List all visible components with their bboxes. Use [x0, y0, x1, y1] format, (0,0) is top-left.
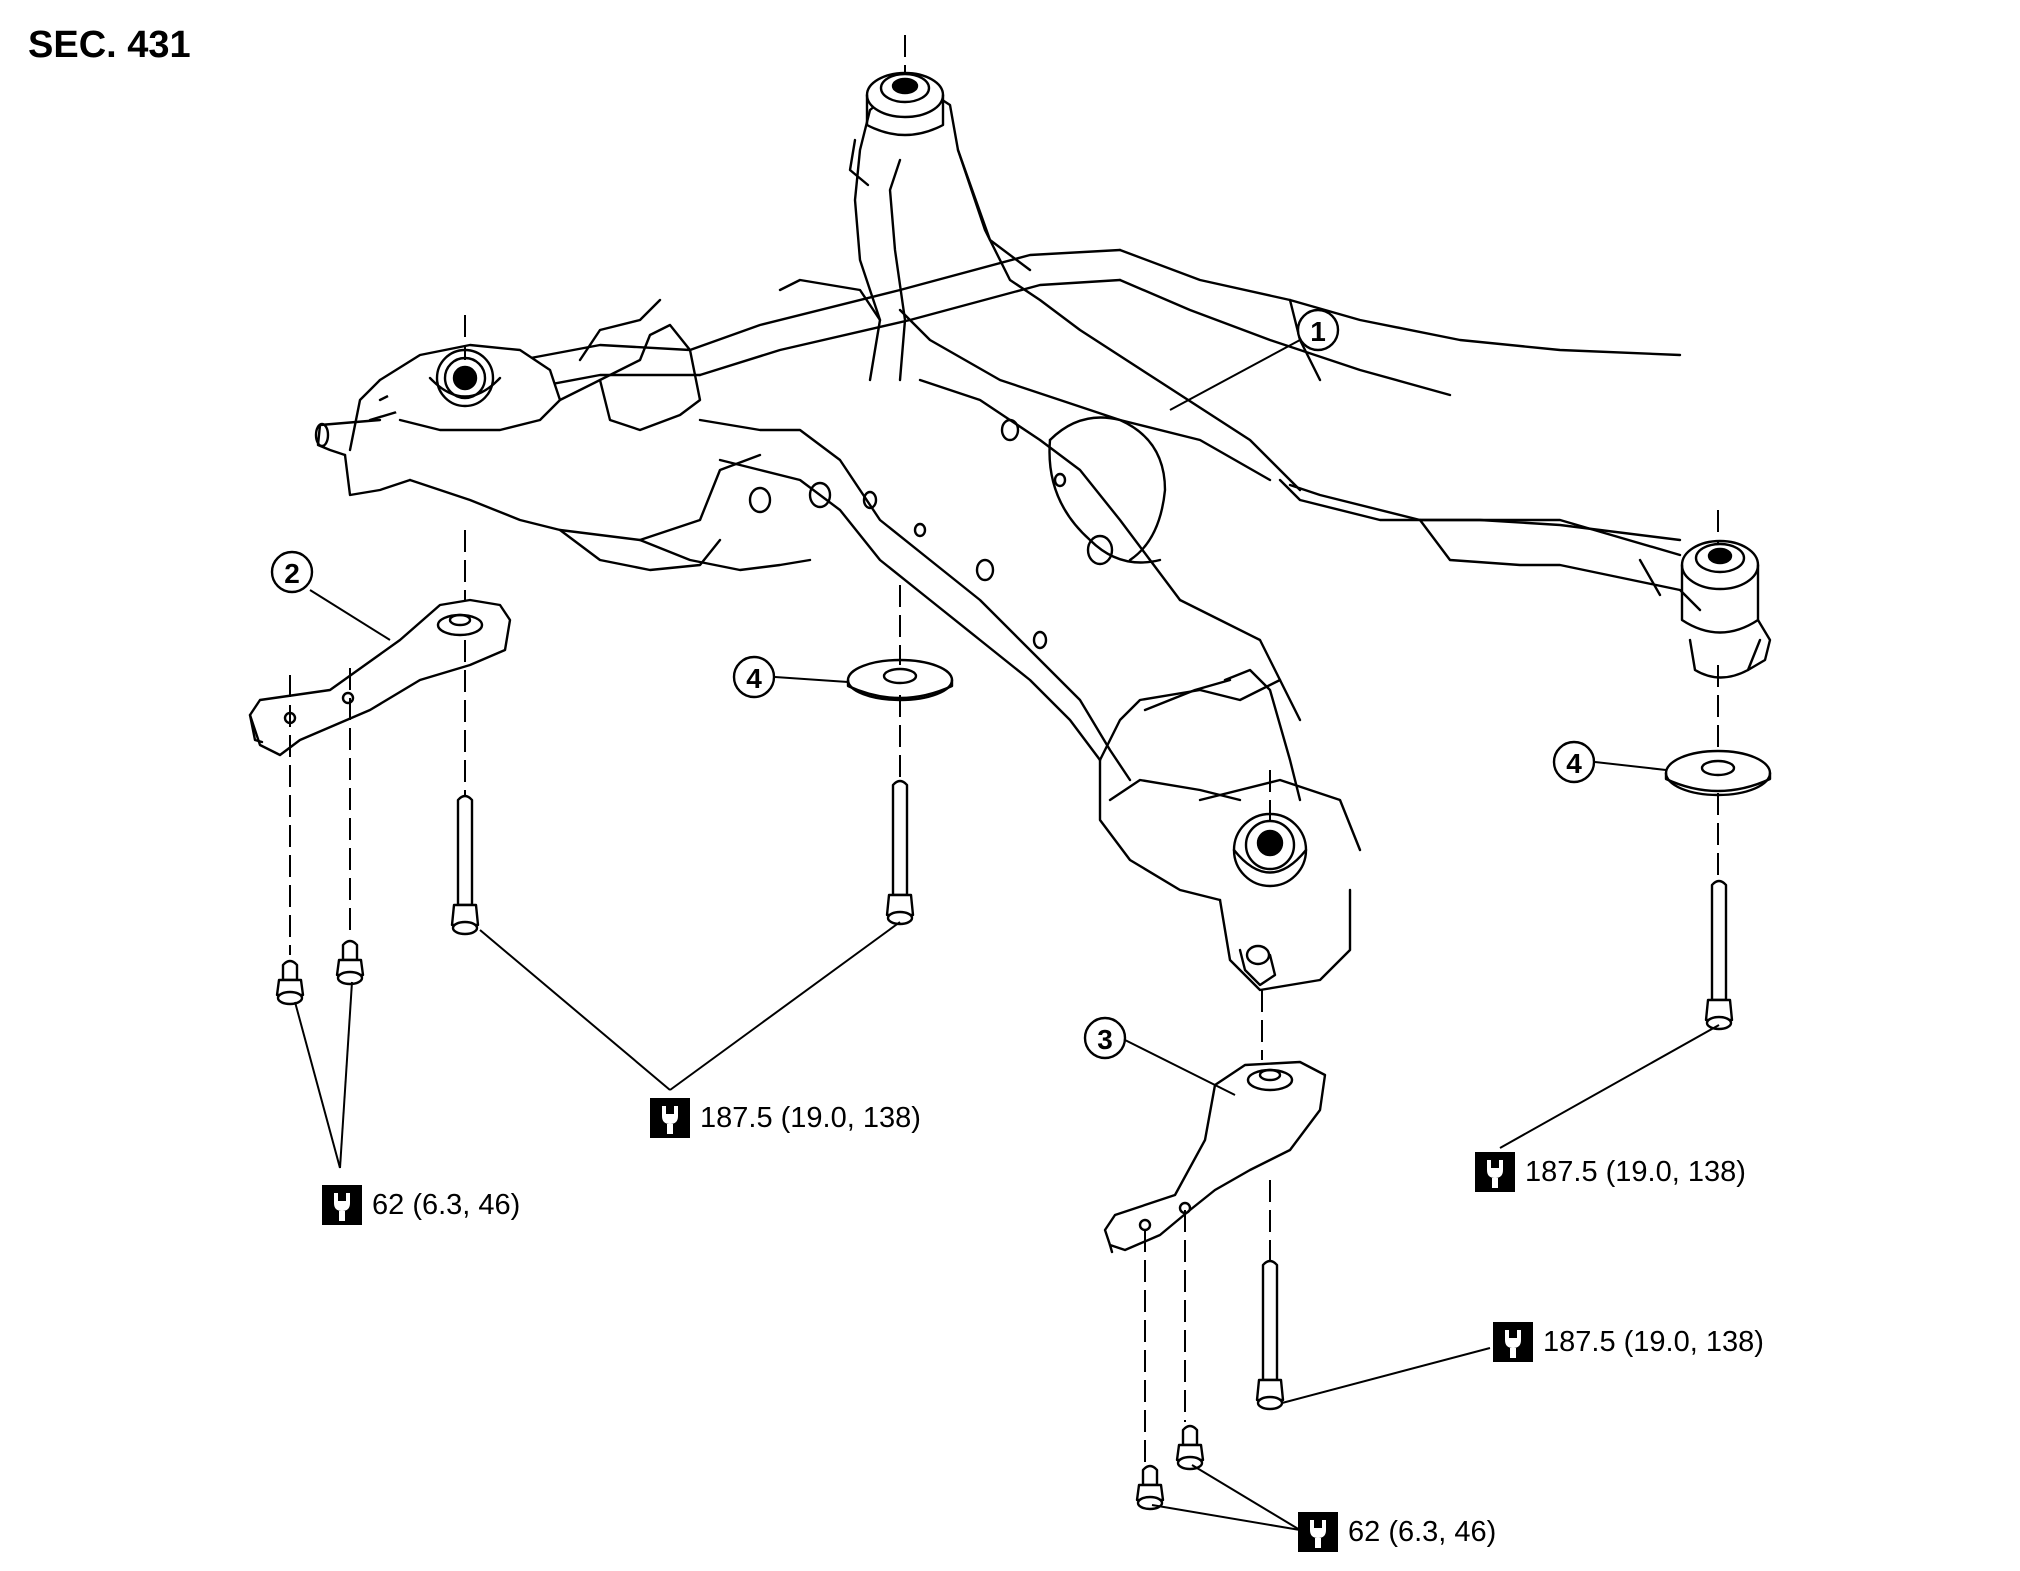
leader-lines: [294, 339, 1720, 1531]
torque-wrench-icon: [322, 1185, 362, 1225]
torque-wrench-icon: [1493, 1322, 1533, 1362]
svg-text:2: 2: [284, 558, 300, 589]
washer-4-right: [1664, 749, 1772, 797]
torque-callout-center: 187.5 (19.0, 138): [650, 1098, 921, 1138]
torque-value: 187.5 (19.0, 138): [1525, 1155, 1746, 1188]
torque-callout-bottom: 62 (6.3, 46): [1298, 1512, 1496, 1552]
torque-value: 187.5 (19.0, 138): [700, 1101, 921, 1134]
torque-wrench-icon: [1475, 1152, 1515, 1192]
bolt-short-right-2: [1175, 1424, 1205, 1471]
part-callout-1: 1: [1296, 308, 1340, 352]
torque-callout-right: 187.5 (19.0, 138): [1475, 1152, 1746, 1192]
torque-callout-left: 62 (6.3, 46): [322, 1185, 520, 1225]
torque-callout-bracket3: 187.5 (19.0, 138): [1493, 1322, 1764, 1362]
bolt-short-right-1: [1135, 1464, 1165, 1511]
bolt-long-bracket3: [1255, 1259, 1285, 1411]
torque-value: 187.5 (19.0, 138): [1543, 1325, 1764, 1358]
svg-text:4: 4: [746, 663, 762, 694]
torque-value: 62 (6.3, 46): [372, 1188, 521, 1221]
bolt-short-left-2: [335, 939, 365, 986]
part-callout-3: 3: [1083, 1016, 1127, 1060]
part-callout-2: 2: [270, 550, 314, 594]
bolt-long-left: [450, 794, 480, 936]
washer-4-left: [846, 658, 954, 702]
bolt-long-middle: [885, 779, 915, 926]
installation-axis-lines: [289, 35, 1719, 1462]
torque-wrench-icon: [650, 1098, 690, 1138]
bracket-3: [1103, 1060, 1327, 1254]
bolt-long-right: [1704, 879, 1734, 1031]
section-title: SEC. 431: [28, 24, 191, 66]
svg-text:4: 4: [1566, 748, 1582, 779]
suspension-member: [314, 71, 1772, 992]
svg-text:3: 3: [1097, 1024, 1113, 1055]
part-callout-4-left: 4: [732, 655, 776, 699]
torque-value: 62 (6.3, 46): [1348, 1515, 1497, 1548]
part-callout-4-right: 4: [1552, 740, 1596, 784]
torque-wrench-icon: [1298, 1512, 1338, 1552]
svg-text:1: 1: [1310, 316, 1326, 347]
bolt-short-left-1: [275, 959, 305, 1006]
